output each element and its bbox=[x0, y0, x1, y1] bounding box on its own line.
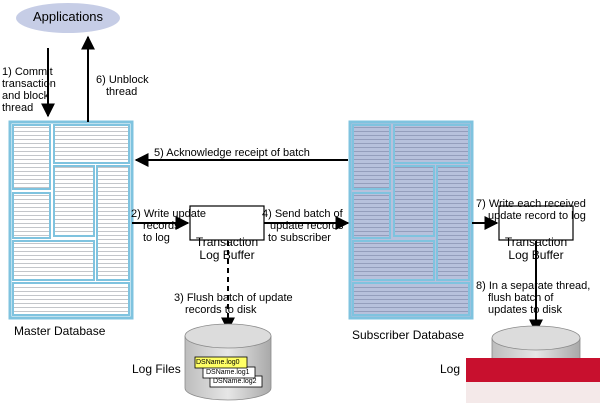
log-file-2: DSName.log2 bbox=[213, 378, 257, 385]
subscriber-log-buffer-box bbox=[498, 205, 574, 241]
watermark-logo bbox=[466, 358, 600, 403]
log-files-right-label: Log bbox=[440, 362, 461, 376]
applications-label: Applications bbox=[32, 9, 104, 24]
applications-node bbox=[16, 3, 120, 33]
step5-label: 5) Acknowledge receipt of batch bbox=[154, 147, 310, 159]
subscriber-database-label: Subscriber Database bbox=[352, 328, 465, 342]
log-file-0: DSName.log0 bbox=[196, 359, 240, 366]
log-file-cards bbox=[194, 356, 263, 388]
subscriber-database bbox=[348, 120, 474, 320]
master-database-label: Master Database bbox=[14, 324, 106, 338]
log-files-label: Log Files bbox=[132, 362, 181, 376]
log-file-1: DSName.log1 bbox=[206, 369, 250, 376]
master-database bbox=[8, 120, 134, 320]
